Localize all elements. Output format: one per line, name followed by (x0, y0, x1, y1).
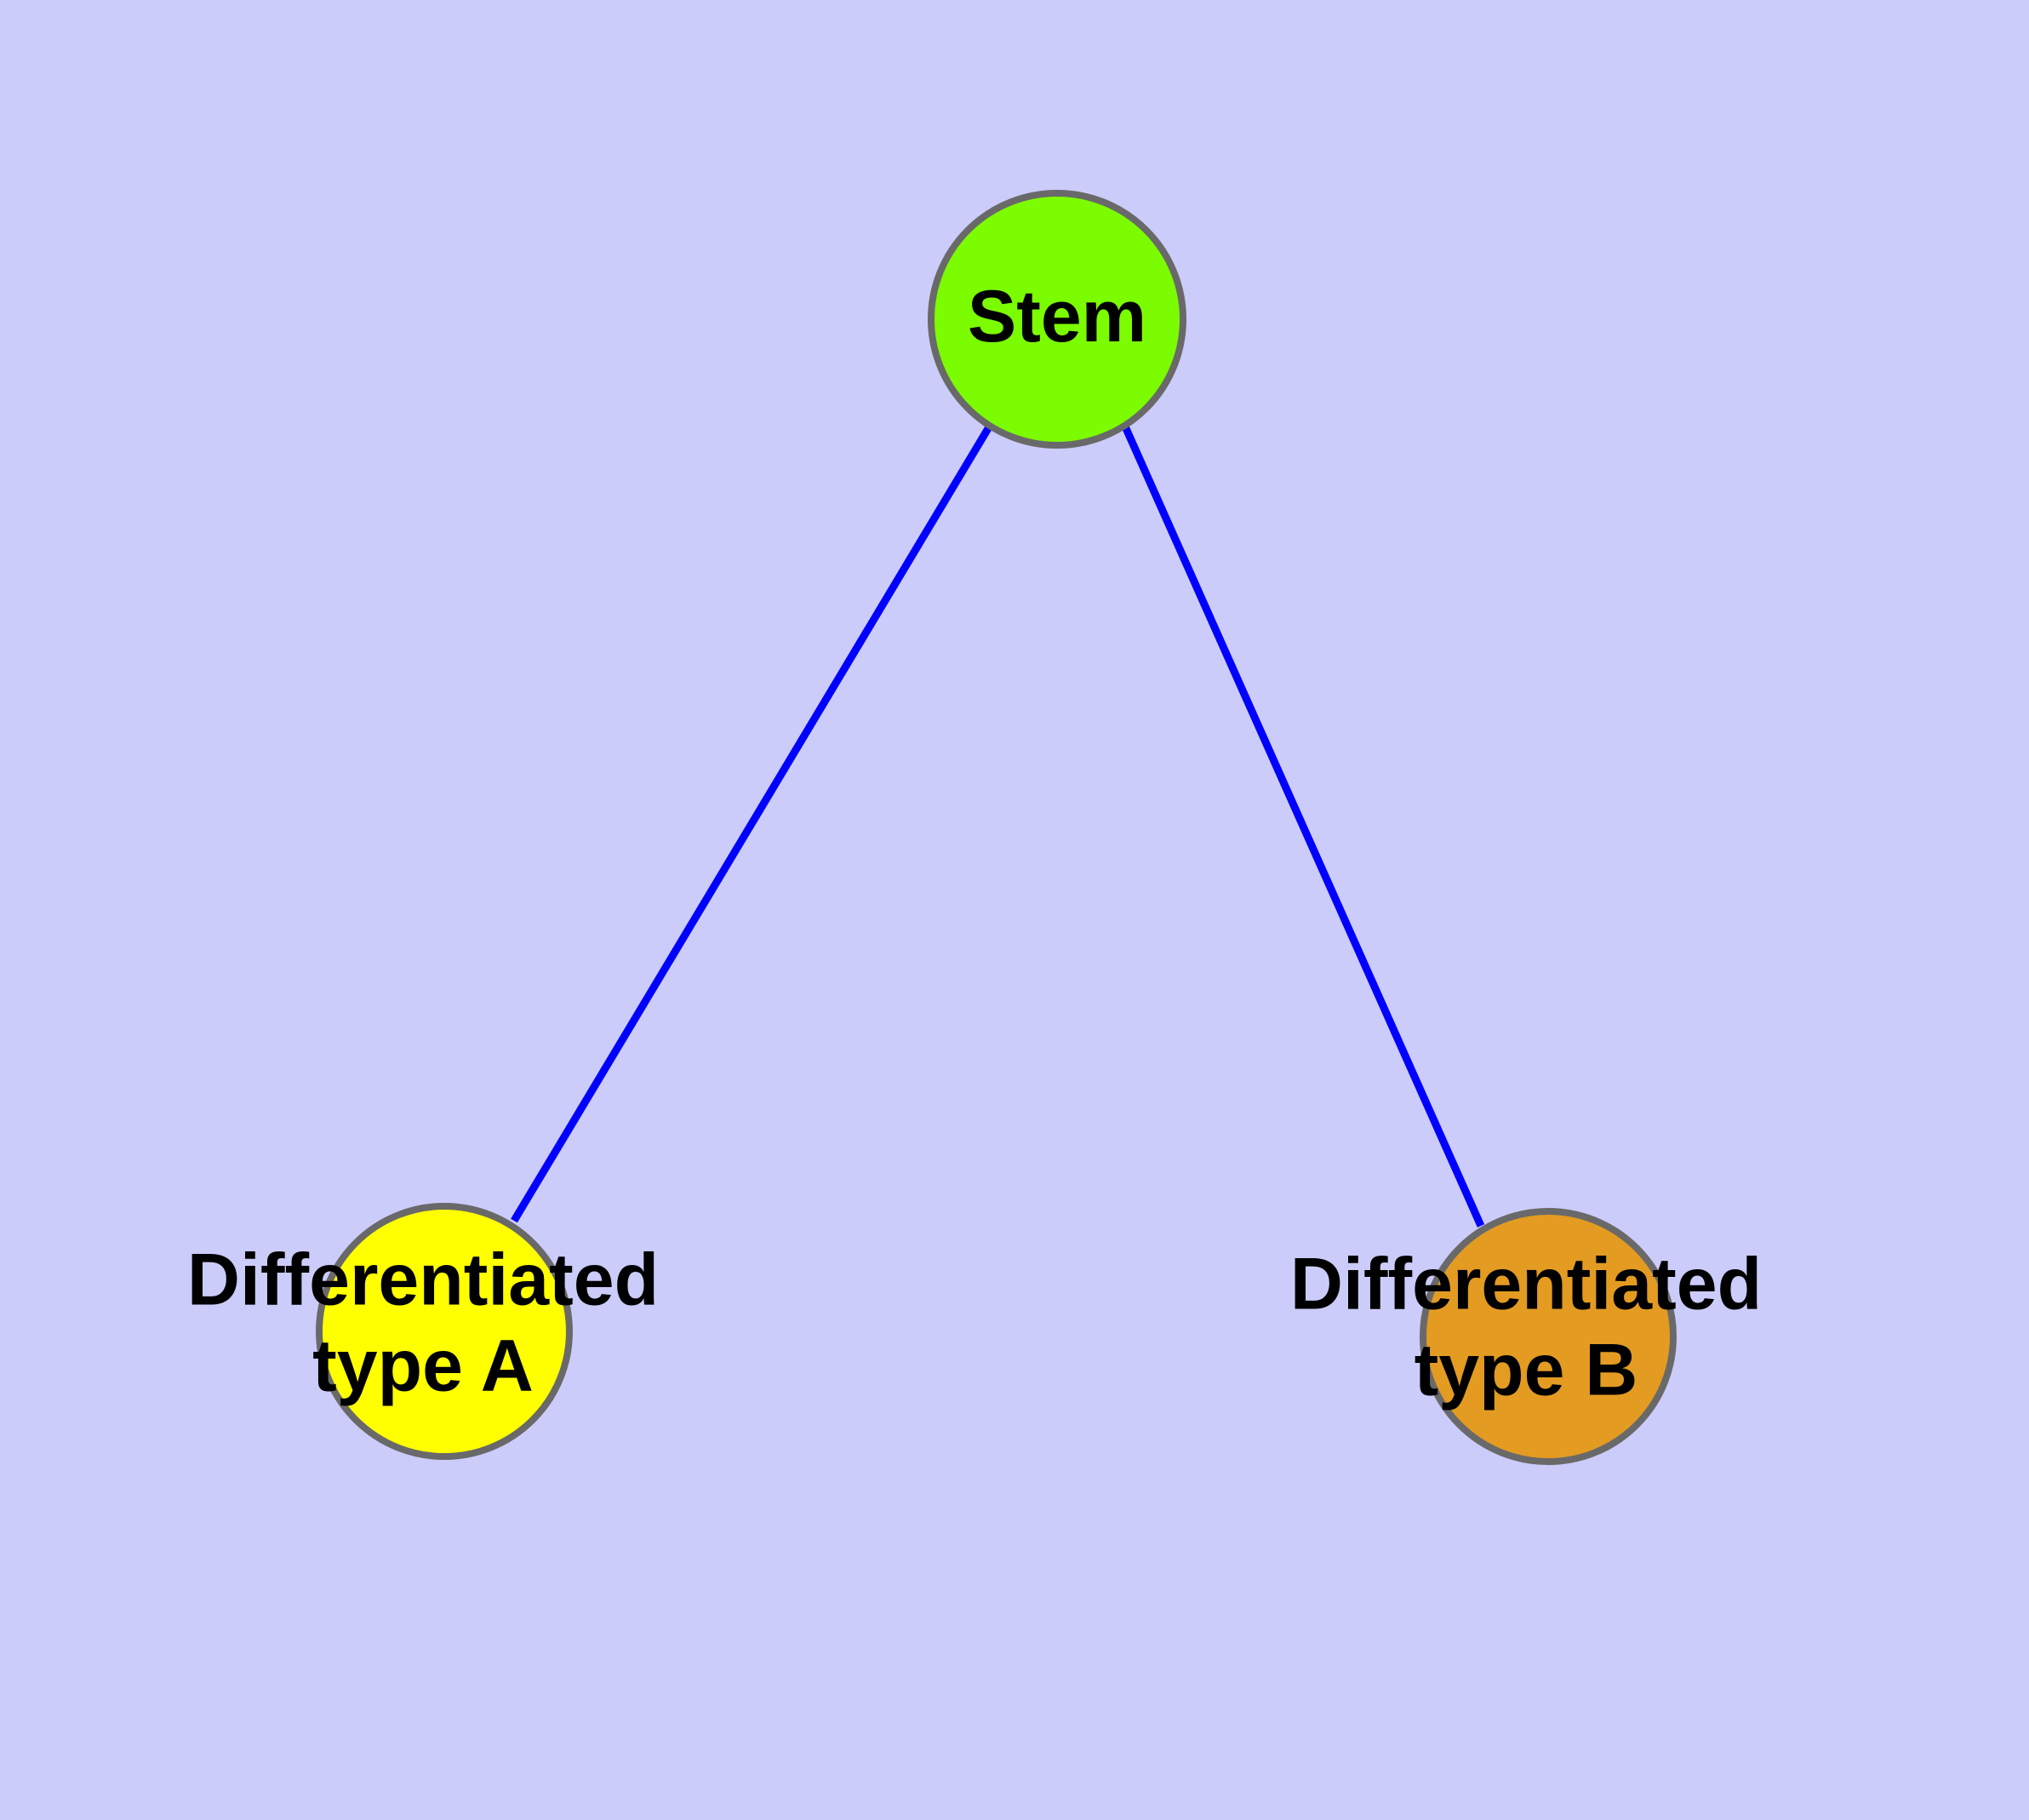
node-label-line: type B (1415, 1329, 1638, 1411)
node-label-line: Differentiated (1290, 1243, 1762, 1325)
node-differentiated-type-b[interactable] (1420, 1208, 1677, 1465)
edge-stem-to-differentiated-a[interactable] (511, 423, 993, 1223)
node-label-line: Stem (968, 276, 1146, 358)
nodes-layer (316, 190, 1677, 1465)
edges-layer (511, 423, 1485, 1228)
node-label-stem: Stem (968, 276, 1146, 358)
edge-stem-to-differentiated-b[interactable] (1121, 425, 1485, 1228)
node-label-line: type A (312, 1325, 534, 1406)
node-differentiated-type-a[interactable] (316, 1203, 573, 1460)
node-label-line: Differentiated (187, 1239, 659, 1320)
node-stem[interactable] (928, 190, 1186, 449)
